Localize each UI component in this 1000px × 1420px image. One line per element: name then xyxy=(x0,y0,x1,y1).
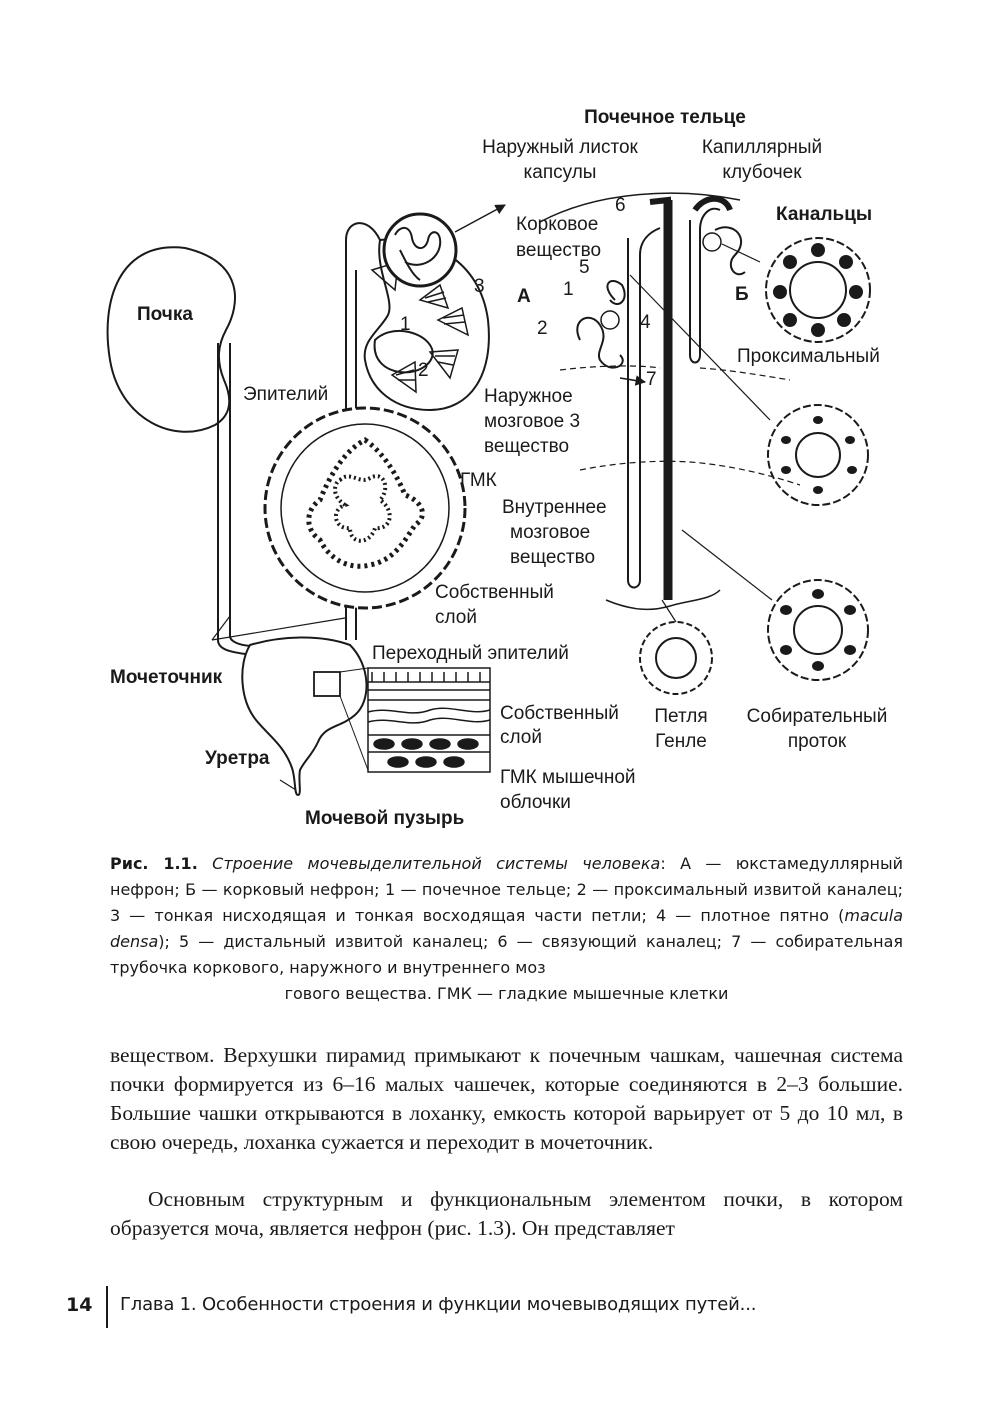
label-inner-medulla-3: вещество xyxy=(510,547,595,568)
label-letter-a: А xyxy=(517,286,531,307)
label-own-layer-2: слой xyxy=(435,607,477,628)
label-inner-medulla-2: мозговое xyxy=(510,522,590,543)
label-num-5: 5 xyxy=(579,257,590,278)
label-num-2: 2 xyxy=(418,360,429,381)
label-own-layer-1: Собственный xyxy=(435,582,554,603)
label-loop-1: Петля xyxy=(654,706,707,727)
body-paragraph-2: Основным структурным и функциональным эл… xyxy=(110,1187,903,1240)
label-num-3: 3 xyxy=(474,276,485,297)
tissue-block xyxy=(367,667,491,773)
caption-label: Рис. 1.1. xyxy=(110,854,198,873)
label-outer-medulla-2: мозговое 3 xyxy=(484,411,580,432)
label-outer-medulla-1: Наружное xyxy=(484,386,573,407)
label-outer-capsule-2: капсулы xyxy=(524,162,597,183)
tubule-nuclei xyxy=(773,243,863,671)
label-tubules: Канальцы xyxy=(776,204,872,225)
label-own-layer-b1: Собственный xyxy=(500,703,619,724)
label-ureter: Мочеточник xyxy=(110,667,223,688)
caption-latin: macula densa xyxy=(110,906,903,951)
footer-divider xyxy=(106,1286,108,1328)
ureter-cross-section xyxy=(263,406,467,610)
label-capillary-1: Капиллярный xyxy=(702,137,822,158)
caption-part2: ); 5 — дистальный извитой каналец; 6 — с… xyxy=(110,932,903,977)
page-number: 14 xyxy=(66,1294,93,1316)
label-num-1b: 1 xyxy=(563,279,574,300)
label-smc: ГМК xyxy=(460,470,497,491)
label-num-1: 1 xyxy=(400,314,411,335)
label-inner-medulla-1: Внутреннее xyxy=(502,497,607,518)
nephron-schematic xyxy=(539,192,801,611)
label-outer-medulla-3: вещество xyxy=(484,436,569,457)
label-kidney: Почка xyxy=(137,304,193,325)
label-collecting-2: проток xyxy=(788,731,847,752)
label-urethra: Уретра xyxy=(205,748,270,769)
figure-caption: Рис. 1.1. Строение мочевыделительной сис… xyxy=(110,851,903,1007)
figure-diagram: Почечное тельце Наружный листок капсулы … xyxy=(106,107,888,829)
pyramids xyxy=(370,260,470,394)
ureter-left xyxy=(217,343,251,655)
caption-part1: : А — юкстамедулляр­ный нефрон; Б — корк… xyxy=(110,854,904,925)
label-capillary-2: клубочек xyxy=(722,162,802,183)
label-num-7: 7 xyxy=(646,369,657,390)
label-cortex-1: Корковое xyxy=(516,214,598,235)
nephron-circle xyxy=(382,212,458,288)
label-own-layer-b2: слой xyxy=(500,727,542,748)
label-proximal: Проксимальный xyxy=(737,346,880,367)
label-num-4: 4 xyxy=(640,312,651,333)
kidney-shape xyxy=(106,246,236,433)
label-epithelium: Эпителий xyxy=(243,384,328,405)
label-outer-capsule-1: Наружный листок xyxy=(482,137,638,158)
label-renal-corpuscle: Почечное тельце xyxy=(584,107,746,128)
label-letter-b: Б xyxy=(735,284,749,305)
label-muscle-smc-1: ГМК мышечной xyxy=(500,767,636,788)
running-title: Глава 1. Особенности строения и функции … xyxy=(120,1294,757,1315)
label-transitional-epithelium: Переходный эпителий xyxy=(372,643,569,664)
body-paragraph-1: веществом. Верхушки пирамид примыкают к … xyxy=(110,1043,903,1154)
label-num-2b: 2 xyxy=(537,318,548,339)
label-cortex-2: вещество xyxy=(516,240,601,261)
label-loop-2: Генле xyxy=(655,731,707,752)
label-muscle-smc-2: облочки xyxy=(500,792,571,813)
label-bladder: Мочевой пузырь xyxy=(305,808,464,829)
caption-title: Строение мочевыделительной системы челов… xyxy=(212,854,661,873)
caption-last-line: гового вещества. ГМК — гладкие мышечные … xyxy=(284,984,729,1003)
label-num-6: 6 xyxy=(615,195,626,216)
kidney-cross-section xyxy=(363,238,490,412)
leader-lines xyxy=(211,243,773,791)
label-collecting-1: Собирательный xyxy=(747,706,888,727)
bladder-shape xyxy=(241,636,368,797)
tubule-cross-sections xyxy=(639,237,871,695)
